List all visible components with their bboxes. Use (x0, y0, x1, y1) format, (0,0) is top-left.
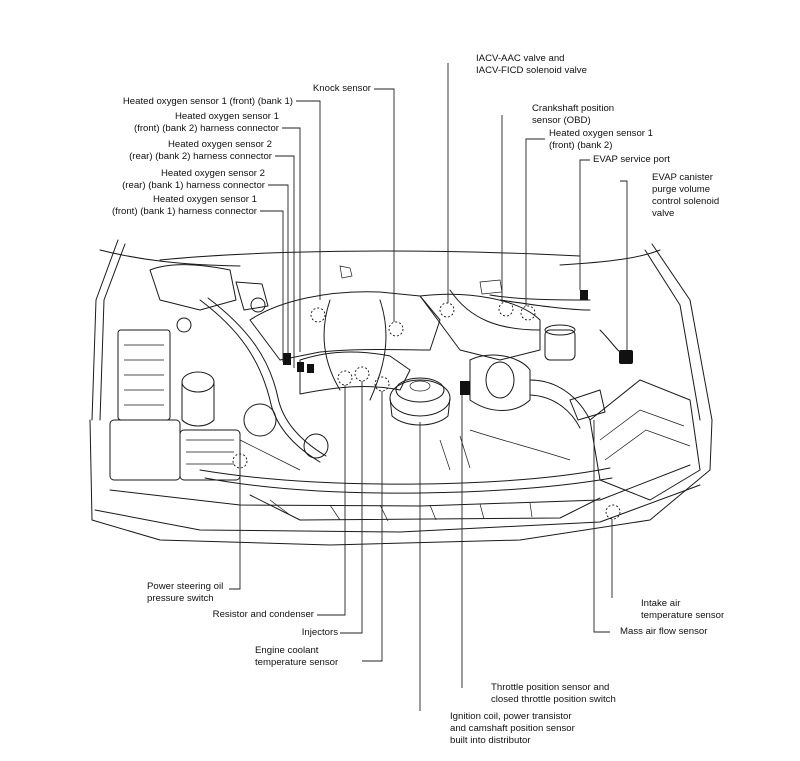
label-line: Intake air (641, 598, 681, 609)
label-line: built into distributor (450, 735, 531, 746)
label-line: Ignition coil, power transistor (450, 711, 572, 722)
label-line: EVAP service port (593, 154, 670, 165)
label-line: (front) (bank 1) harness connector (111, 206, 257, 217)
label-line: EVAP canister (652, 172, 713, 183)
label-knock-sensor: Knock sensor (313, 83, 371, 95)
label-iacv-aac-valve: IACV-AAC valve and IACV-FICD solenoid va… (476, 53, 587, 77)
label-ho2s1-bank1-harness-connector: Heated oxygen sensor 1 (front) (bank 1) … (112, 194, 257, 218)
label-resistor-and-condenser: Resistor and condenser (213, 609, 314, 621)
label-intake-air-temperature-sensor: Intake air temperature sensor (641, 598, 724, 622)
label-line: Throttle position sensor and (491, 682, 610, 693)
label-line: (front) (bank 2) (549, 140, 613, 151)
label-line: closed throttle position switch (491, 694, 616, 705)
label-crankshaft-position-sensor: Crankshaft position sensor (OBD) (532, 103, 614, 127)
label-line: Engine coolant (255, 645, 319, 656)
label-ho2s1-front-bank1: Heated oxygen sensor 1 (front) (bank 1) (123, 96, 293, 108)
label-line: (front) (bank 2) harness connector (133, 123, 279, 134)
location-markers (232, 301, 621, 520)
label-line: Heated oxygen sensor 1 (549, 128, 653, 139)
label-line: Injectors (301, 627, 338, 638)
label-line: Power steering oil (147, 581, 224, 592)
label-throttle-position-sensor: Throttle position sensor and closed thro… (491, 682, 616, 706)
label-line: Crankshaft position (532, 103, 615, 114)
label-line: and camshaft position sensor (450, 723, 575, 734)
leader-lines (229, 63, 628, 711)
label-line: pressure switch (147, 593, 214, 604)
label-line: sensor (OBD) (532, 115, 591, 126)
label-line: Knock sensor (312, 83, 371, 94)
label-evap-service-port: EVAP service port (593, 154, 670, 166)
label-line: control solenoid (652, 196, 720, 207)
label-ho2s1-front-bank2: Heated oxygen sensor 1 (front) (bank 2) (549, 128, 653, 152)
label-line: Heated oxygen sensor 1 (front) (bank 1) (122, 96, 293, 107)
label-line: IACV-AAC valve and (476, 53, 565, 64)
label-line: purge volume (652, 184, 711, 195)
label-line: Heated oxygen sensor 1 (153, 194, 257, 205)
label-ho2s2-bank1-harness-connector: Heated oxygen sensor 2 (rear) (bank 1) h… (122, 168, 265, 192)
label-line: Heated oxygen sensor 1 (175, 111, 279, 122)
label-line: temperature sensor (641, 610, 725, 621)
label-line: Heated oxygen sensor 2 (161, 168, 265, 179)
label-engine-coolant-temperature-sensor: Engine coolant temperature sensor (255, 645, 338, 669)
label-ignition-coil-distributor: Ignition coil, power transistor and cams… (450, 711, 575, 747)
label-line: Heated oxygen sensor 2 (168, 139, 272, 150)
label-line: valve (652, 208, 675, 219)
label-line: IACV-FICD solenoid valve (476, 65, 587, 76)
label-injectors: Injectors (302, 627, 338, 639)
label-line: Resistor and condenser (212, 609, 314, 620)
label-line: Mass air flow sensor (620, 626, 708, 637)
label-ho2s2-bank2-harness-connector: Heated oxygen sensor 2 (rear) (bank 2) h… (129, 139, 272, 163)
label-ho2s1-bank2-harness-connector: Heated oxygen sensor 1 (front) (bank 2) … (134, 111, 279, 135)
label-mass-air-flow-sensor: Mass air flow sensor (620, 626, 707, 638)
label-line: temperature sensor (255, 657, 339, 668)
label-line: (rear) (bank 1) harness connector (122, 180, 265, 191)
engine-bay-drawing (89, 239, 713, 546)
label-power-steering-oil-pressure-switch: Power steering oil pressure switch (147, 581, 223, 605)
label-line: (rear) (bank 2) harness connector (129, 151, 272, 162)
label-evap-canister-purge-valve: EVAP canister purge volume control solen… (652, 172, 719, 220)
